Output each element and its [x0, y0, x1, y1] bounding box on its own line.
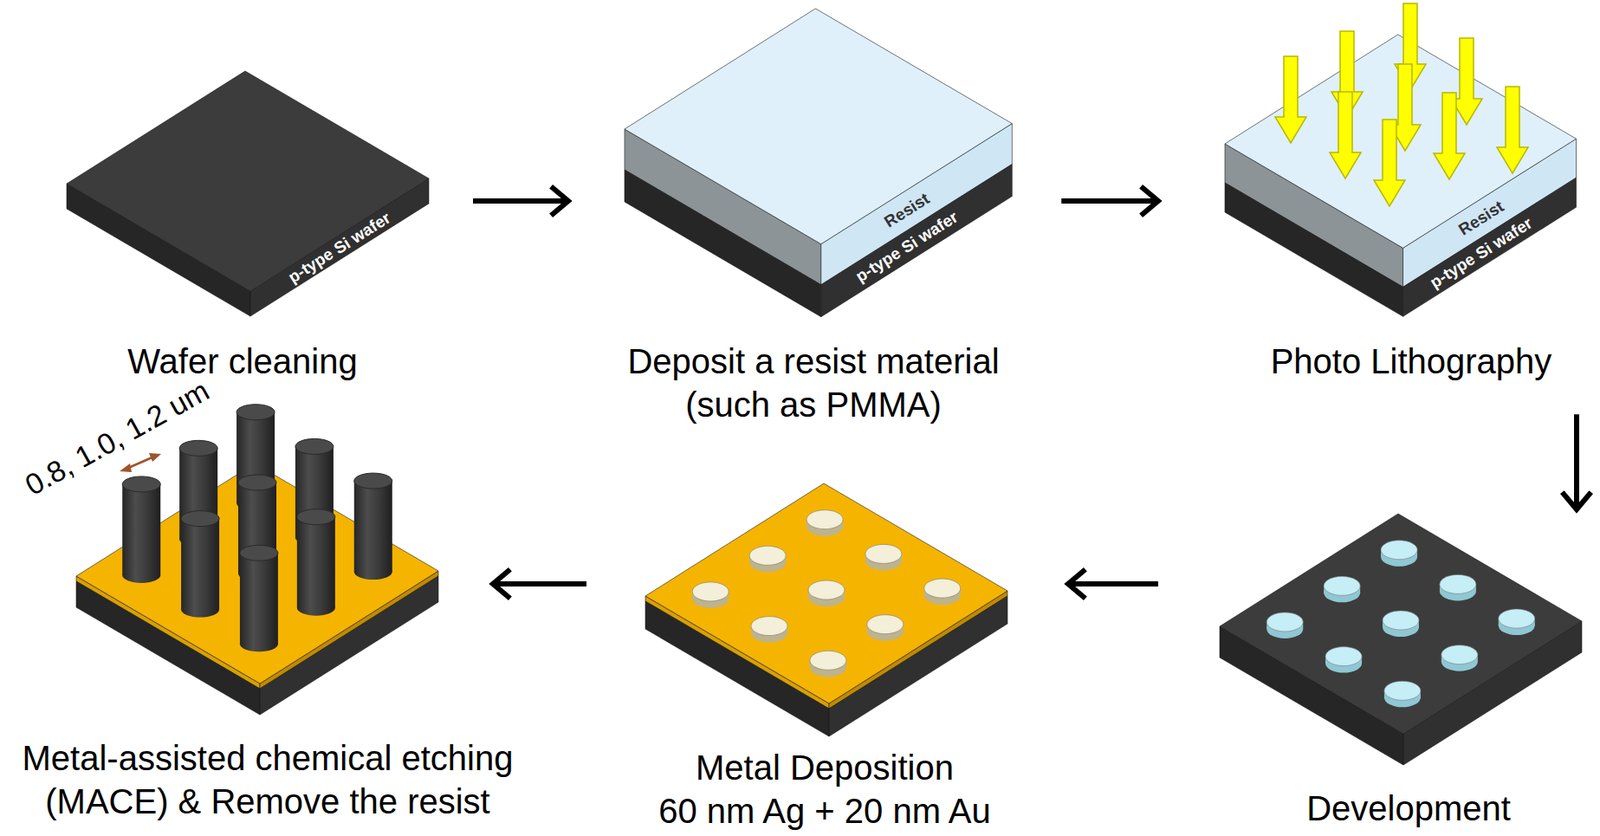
- pillar-top: [179, 440, 218, 456]
- pillar-body: [239, 552, 279, 644]
- step-caption: Metal Deposition: [695, 745, 954, 790]
- resist-top-face: [624, 8, 1012, 245]
- arrow-head: [492, 569, 511, 598]
- resist-dot-top: [1325, 647, 1362, 667]
- arrow-shaft: [472, 198, 569, 204]
- arrow-head: [1068, 569, 1086, 598]
- resist-dot-top: [1323, 576, 1361, 596]
- layer-label: p-type Si wafer: [285, 207, 395, 287]
- resist-dot-top: [1498, 608, 1536, 629]
- process-step: Resistp-type Si waferPhoto Lithography: [1224, 3, 1576, 317]
- metal-dot-top: [808, 580, 845, 600]
- arrow-shaft: [1068, 581, 1159, 587]
- arrow-head: [550, 186, 569, 215]
- pillar-top: [295, 438, 334, 454]
- process-step: Development: [1219, 513, 1582, 765]
- pillar-top: [354, 472, 393, 489]
- pillar-body: [354, 480, 393, 572]
- arrow-head: [1561, 492, 1591, 510]
- flow-arrow: [1561, 414, 1591, 510]
- dimension-line: [126, 456, 155, 469]
- wafer-top-face: [1219, 513, 1582, 734]
- light-arrow: [1433, 92, 1465, 180]
- flow-arrow: [472, 186, 569, 215]
- resist-dot-top: [1441, 645, 1478, 665]
- metal-dot-top: [867, 615, 904, 635]
- pillar-top: [297, 509, 336, 525]
- flow-arrow: [492, 569, 587, 598]
- metal-dot-top: [692, 582, 729, 602]
- step-caption: Metal-assisted chemical etching (MACE) &…: [0, 736, 537, 823]
- pillar-body: [181, 518, 220, 610]
- step-caption: Photo Lithography: [1270, 339, 1553, 383]
- resist-dot-top: [1380, 540, 1418, 560]
- metal-dot-top: [749, 545, 786, 565]
- wafer-top-face: [66, 71, 429, 292]
- metal-dot-top: [806, 510, 843, 530]
- metal-dot-top: [865, 544, 902, 564]
- process-step: Resistp-type Si waferDeposit a resist ma…: [624, 8, 1012, 318]
- step-caption: Development: [1306, 786, 1511, 830]
- arrow-shaft: [1574, 414, 1580, 510]
- pillar-body: [297, 517, 336, 609]
- gold-top-face: [76, 463, 439, 684]
- step-caption: Deposit a resist material (such as PMMA): [605, 339, 1022, 427]
- process-step: Metal-assisted chemical etching (MACE) &…: [76, 404, 439, 715]
- metal-dot-top: [751, 616, 788, 636]
- step-caption: 60 nm Ag + 20 nm Au: [658, 789, 992, 833]
- step-caption: Wafer cleaning: [127, 339, 357, 383]
- dimension-head: [148, 453, 162, 462]
- pillar-top: [122, 476, 161, 493]
- arrow-shaft: [1061, 198, 1159, 204]
- arrow-shaft: [492, 581, 587, 587]
- metal-dot-top: [924, 578, 961, 598]
- resist-dot-top: [1266, 612, 1303, 632]
- light-arrow: [1329, 91, 1361, 179]
- resist-dot-top: [1384, 680, 1421, 700]
- flow-arrow: [1061, 186, 1159, 215]
- gold-top-face: [645, 483, 1008, 704]
- pillar-body: [122, 484, 161, 576]
- flow-arrow: [1068, 569, 1159, 598]
- process-step: p-type Si waferWafer cleaning: [66, 71, 429, 317]
- resist-dot-top: [1439, 574, 1477, 594]
- light-arrow: [1275, 56, 1307, 143]
- arrow-head: [1140, 186, 1159, 215]
- light-arrow: [1373, 119, 1406, 207]
- dimension-arrow: [119, 453, 162, 473]
- metal-dot-top: [809, 650, 847, 670]
- process-step: Metal Deposition60 nm Ag + 20 nm Au: [645, 483, 1008, 737]
- light-arrow: [1496, 86, 1529, 174]
- pillar-top: [238, 474, 277, 491]
- pillar-top: [181, 511, 220, 527]
- resist-dot-top: [1382, 610, 1419, 630]
- pillar-top: [236, 404, 275, 421]
- dimension-head: [119, 463, 132, 473]
- pillar-top: [239, 544, 279, 561]
